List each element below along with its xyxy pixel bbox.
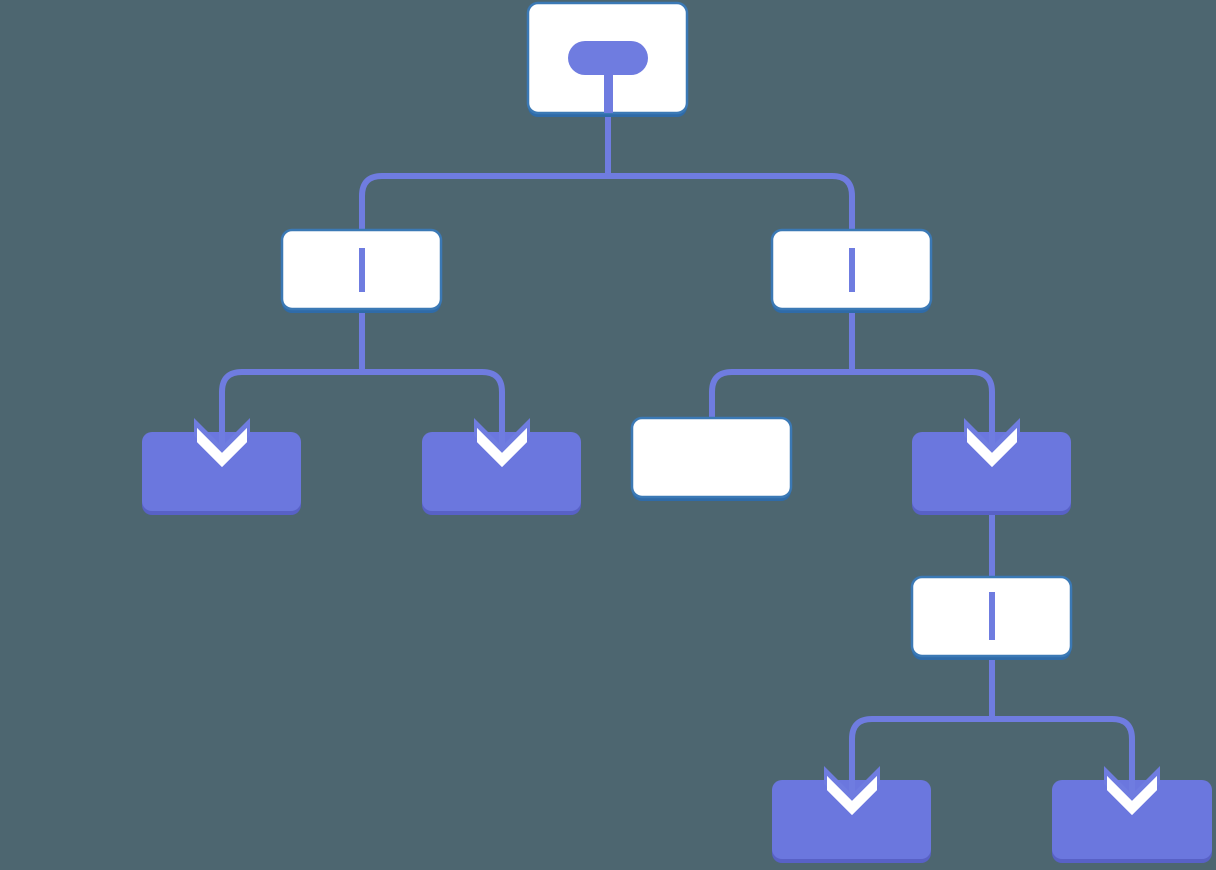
arrow-stems-layer [219,400,1135,796]
node-l3-d-body [912,432,1071,511]
node-l3-b[interactable] [422,432,581,515]
connector-l4-l5left [849,716,992,788]
chevron-l3-d-icon [967,428,1017,467]
connector-root-l2left [359,173,608,230]
node-l5-right[interactable] [1052,780,1212,863]
connector-l2left-l3a [219,369,362,440]
root-pill-stem-icon [604,70,613,113]
node-l4[interactable] [910,575,1073,660]
chevron-l5-left-icon [827,776,877,815]
node-l3-c-body [630,416,793,499]
node-root[interactable] [526,1,689,117]
connector-l2right-l3d [852,369,995,440]
connector-root-l2right [608,173,855,230]
node-l3-d[interactable] [912,432,1071,515]
node-l5-left-body [772,780,931,859]
arrow-chevrons-top-layer [197,428,1157,815]
node-l3-a-body [142,432,301,511]
node-l2-left[interactable] [280,228,443,313]
chevron-l5-right-icon [1107,776,1157,815]
node-l5-left[interactable] [772,780,931,863]
connector-l4-l5right [992,716,1135,788]
chevron-l3-b-icon [477,428,527,467]
node-l2-right[interactable] [770,228,933,313]
connector-l2right-l3c [709,369,852,418]
node-l3-a[interactable] [142,432,301,515]
node-l3-b-body [422,432,581,511]
connectors-layer [219,113,1135,788]
root-pill-icon [568,41,648,75]
nodes-layer [142,1,1212,863]
node-l3-c[interactable] [630,416,793,501]
connector-l2left-l3b [362,369,505,440]
node-l5-right-body [1052,780,1212,859]
chevron-l3-a-icon [197,428,247,467]
